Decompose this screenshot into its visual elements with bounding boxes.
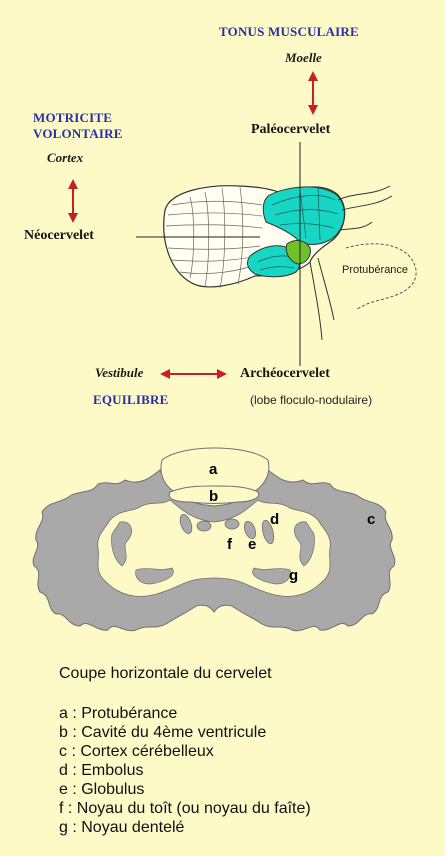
label-d: d [270, 511, 279, 528]
legend-list: a : Protubérance b : Cavité du 4ème vent… [59, 704, 311, 837]
legend-item: e : Globulus [59, 780, 311, 799]
archeo-label: Archéocervelet [240, 366, 330, 382]
motricite-label-2: VOLONTAIRE [33, 126, 123, 142]
equilibre-label: EQUILIBRE [93, 392, 169, 408]
tonus-label: TONUS MUSCULAIRE [219, 24, 359, 40]
protuberance-label: Protubérance [342, 264, 408, 276]
section-caption: Coupe horizontale du cervelet [59, 665, 272, 683]
motricite-label-1: MOTRICITE [33, 110, 112, 126]
label-g: g [289, 567, 298, 584]
legend-item: g : Noyau dentelé [59, 818, 311, 837]
cortex-label: Cortex [47, 150, 83, 166]
label-e: e [248, 536, 256, 553]
label-a: a [209, 461, 217, 478]
legend-item: d : Embolus [59, 761, 311, 780]
cerebellum-lateral-drawing [0, 0, 445, 420]
paleo-label: Paléocervelet [251, 122, 330, 138]
legend-item: b : Cavité du 4ème ventricule [59, 723, 311, 742]
label-f: f [227, 536, 232, 553]
neo-label: Néocervelet [24, 228, 94, 244]
legend-item: c : Cortex cérébelleux [59, 742, 311, 761]
legend-item: f : Noyau du toît (ou noyau du faîte) [59, 799, 311, 818]
moelle-label: Moelle [285, 50, 322, 66]
legend-item: a : Protubérance [59, 704, 311, 723]
vestibule-label: Vestibule [95, 365, 143, 381]
lobe-label: (lobe floculo-nodulaire) [250, 393, 372, 407]
label-c: c [367, 511, 375, 528]
protuberance-outline [346, 244, 416, 310]
label-b: b [209, 488, 218, 505]
